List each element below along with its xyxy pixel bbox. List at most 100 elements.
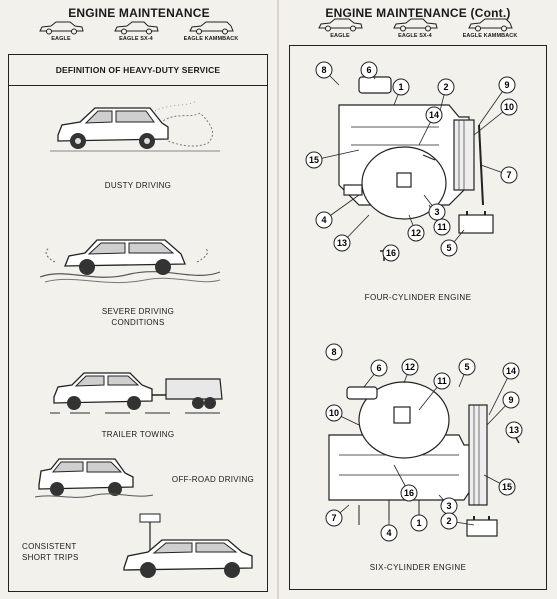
callout-number-14: 14	[506, 366, 516, 376]
callout-circle	[380, 524, 398, 542]
callout-number-2: 2	[446, 516, 451, 526]
model-eagle-sx4: EAGLE SX-4	[384, 18, 446, 39]
model-strip: EAGLE EAGLE SX-4 EAGLE KAMMBACK	[279, 18, 557, 46]
callout-number-4: 4	[321, 215, 326, 225]
car-icon	[318, 18, 363, 32]
callout-number-15: 15	[502, 482, 512, 492]
callout-circle	[410, 514, 428, 532]
callout-circle	[325, 404, 343, 422]
callout-circle	[440, 239, 458, 257]
callout-number-8: 8	[331, 347, 336, 357]
callout-number-3: 3	[446, 501, 451, 511]
callout-circle	[400, 484, 418, 502]
callout-number-6: 6	[366, 65, 371, 75]
right-page: ENGINE MAINTENANCE (Cont.) EAGLE EAGLE S…	[279, 0, 557, 599]
car-icon	[189, 21, 234, 35]
callout-circle	[315, 211, 333, 229]
model-eagle: EAGLE	[309, 18, 371, 39]
caption-off-road: OFF-ROAD DRIVING	[171, 475, 255, 484]
model-eagle: EAGLE	[30, 21, 92, 42]
callout-circle	[407, 224, 425, 242]
off-road-illustration	[35, 458, 154, 498]
box-heading: DEFINITION OF HEAVY-DUTY SERVICE	[9, 55, 267, 86]
callout-number-7: 7	[506, 170, 511, 180]
model-eagle-kammback: EAGLE KAMMBACK	[459, 18, 521, 39]
callout-circle	[440, 512, 458, 530]
callout-number-9: 9	[508, 395, 513, 405]
callout-circle	[401, 358, 419, 376]
callout-circle	[505, 421, 523, 439]
callout-circle	[325, 343, 343, 361]
callout-number-10: 10	[329, 408, 339, 418]
model-strip: EAGLE EAGLE SX-4 EAGLE KAMMBACK	[0, 21, 278, 49]
car-icon	[39, 21, 84, 35]
callout-number-6: 6	[376, 363, 381, 373]
callout-circle	[382, 244, 400, 262]
callout-number-13: 13	[337, 238, 347, 248]
trailer-towing-illustration	[50, 372, 223, 414]
caption-severe: SEVERE DRIVING CONDITIONS	[101, 307, 175, 327]
callout-circle	[500, 98, 518, 116]
callout-circle	[425, 106, 443, 124]
callout-circle	[333, 234, 351, 252]
callout-number-8: 8	[321, 65, 326, 75]
car-icon	[393, 18, 438, 32]
callout-number-5: 5	[464, 362, 469, 372]
severe-driving-illustration	[39, 239, 221, 284]
callout-number-15: 15	[309, 155, 319, 165]
left-page: ENGINE MAINTENANCE EAGLE EAGLE SX-4 EAGL…	[0, 0, 278, 599]
callout-number-4: 4	[386, 528, 391, 538]
page-title: ENGINE MAINTENANCE (Cont.)	[325, 6, 511, 20]
callout-circle	[500, 166, 518, 184]
dusty-driving-illustration	[50, 100, 220, 152]
callout-circle	[433, 372, 451, 390]
callout-circle	[502, 391, 520, 409]
page-title: ENGINE MAINTENANCE	[68, 6, 210, 20]
callout-circle	[498, 76, 516, 94]
caption-trailer: TRAILER TOWING	[101, 430, 175, 439]
callout-circle	[305, 151, 323, 169]
callout-circle	[392, 78, 410, 96]
callout-circle	[498, 478, 516, 496]
callout-number-5: 5	[446, 243, 451, 253]
callout-circle	[502, 362, 520, 380]
callout-circle	[325, 509, 343, 527]
callout-number-11: 11	[437, 376, 447, 386]
callout-circle	[437, 78, 455, 96]
caption-dusty: DUSTY DRIVING	[104, 181, 172, 190]
callout-circle	[370, 359, 388, 377]
car-icon	[114, 21, 159, 35]
engine-diagram-box	[289, 45, 547, 590]
callout-number-7: 7	[331, 513, 336, 523]
callout-number-12: 12	[411, 228, 421, 238]
heavy-duty-box: DEFINITION OF HEAVY-DUTY SERVICE	[8, 54, 268, 592]
callout-number-11: 11	[437, 222, 447, 232]
page-gutter	[277, 0, 279, 599]
short-trips-illustration	[123, 513, 253, 578]
callout-number-9: 9	[504, 80, 509, 90]
model-eagle-sx4: EAGLE SX-4	[105, 21, 167, 42]
callout-number-1: 1	[416, 518, 421, 528]
callout-number-12: 12	[405, 362, 415, 372]
callout-circle	[428, 203, 446, 221]
callout-circle	[360, 61, 378, 79]
caption-short-trips: CONSISTENT SHORT TRIPS	[22, 542, 79, 562]
callout-number-16: 16	[386, 248, 396, 258]
callout-circle	[315, 61, 333, 79]
callout-number-16: 16	[404, 488, 414, 498]
callout-number-13: 13	[509, 425, 519, 435]
callout-circle	[433, 218, 451, 236]
caption-four-cylinder: FOUR-CYLINDER ENGINE	[364, 293, 472, 302]
callout-number-3: 3	[434, 207, 439, 217]
car-icon	[468, 18, 513, 32]
callout-number-14: 14	[429, 110, 439, 120]
callout-number-10: 10	[504, 102, 514, 112]
caption-six-cylinder: SIX-CYLINDER ENGINE	[369, 563, 467, 572]
callout-number-2: 2	[443, 82, 448, 92]
model-eagle-kammback: EAGLE KAMMBACK	[180, 21, 242, 42]
callout-circle	[458, 358, 476, 376]
callout-number-1: 1	[398, 82, 403, 92]
